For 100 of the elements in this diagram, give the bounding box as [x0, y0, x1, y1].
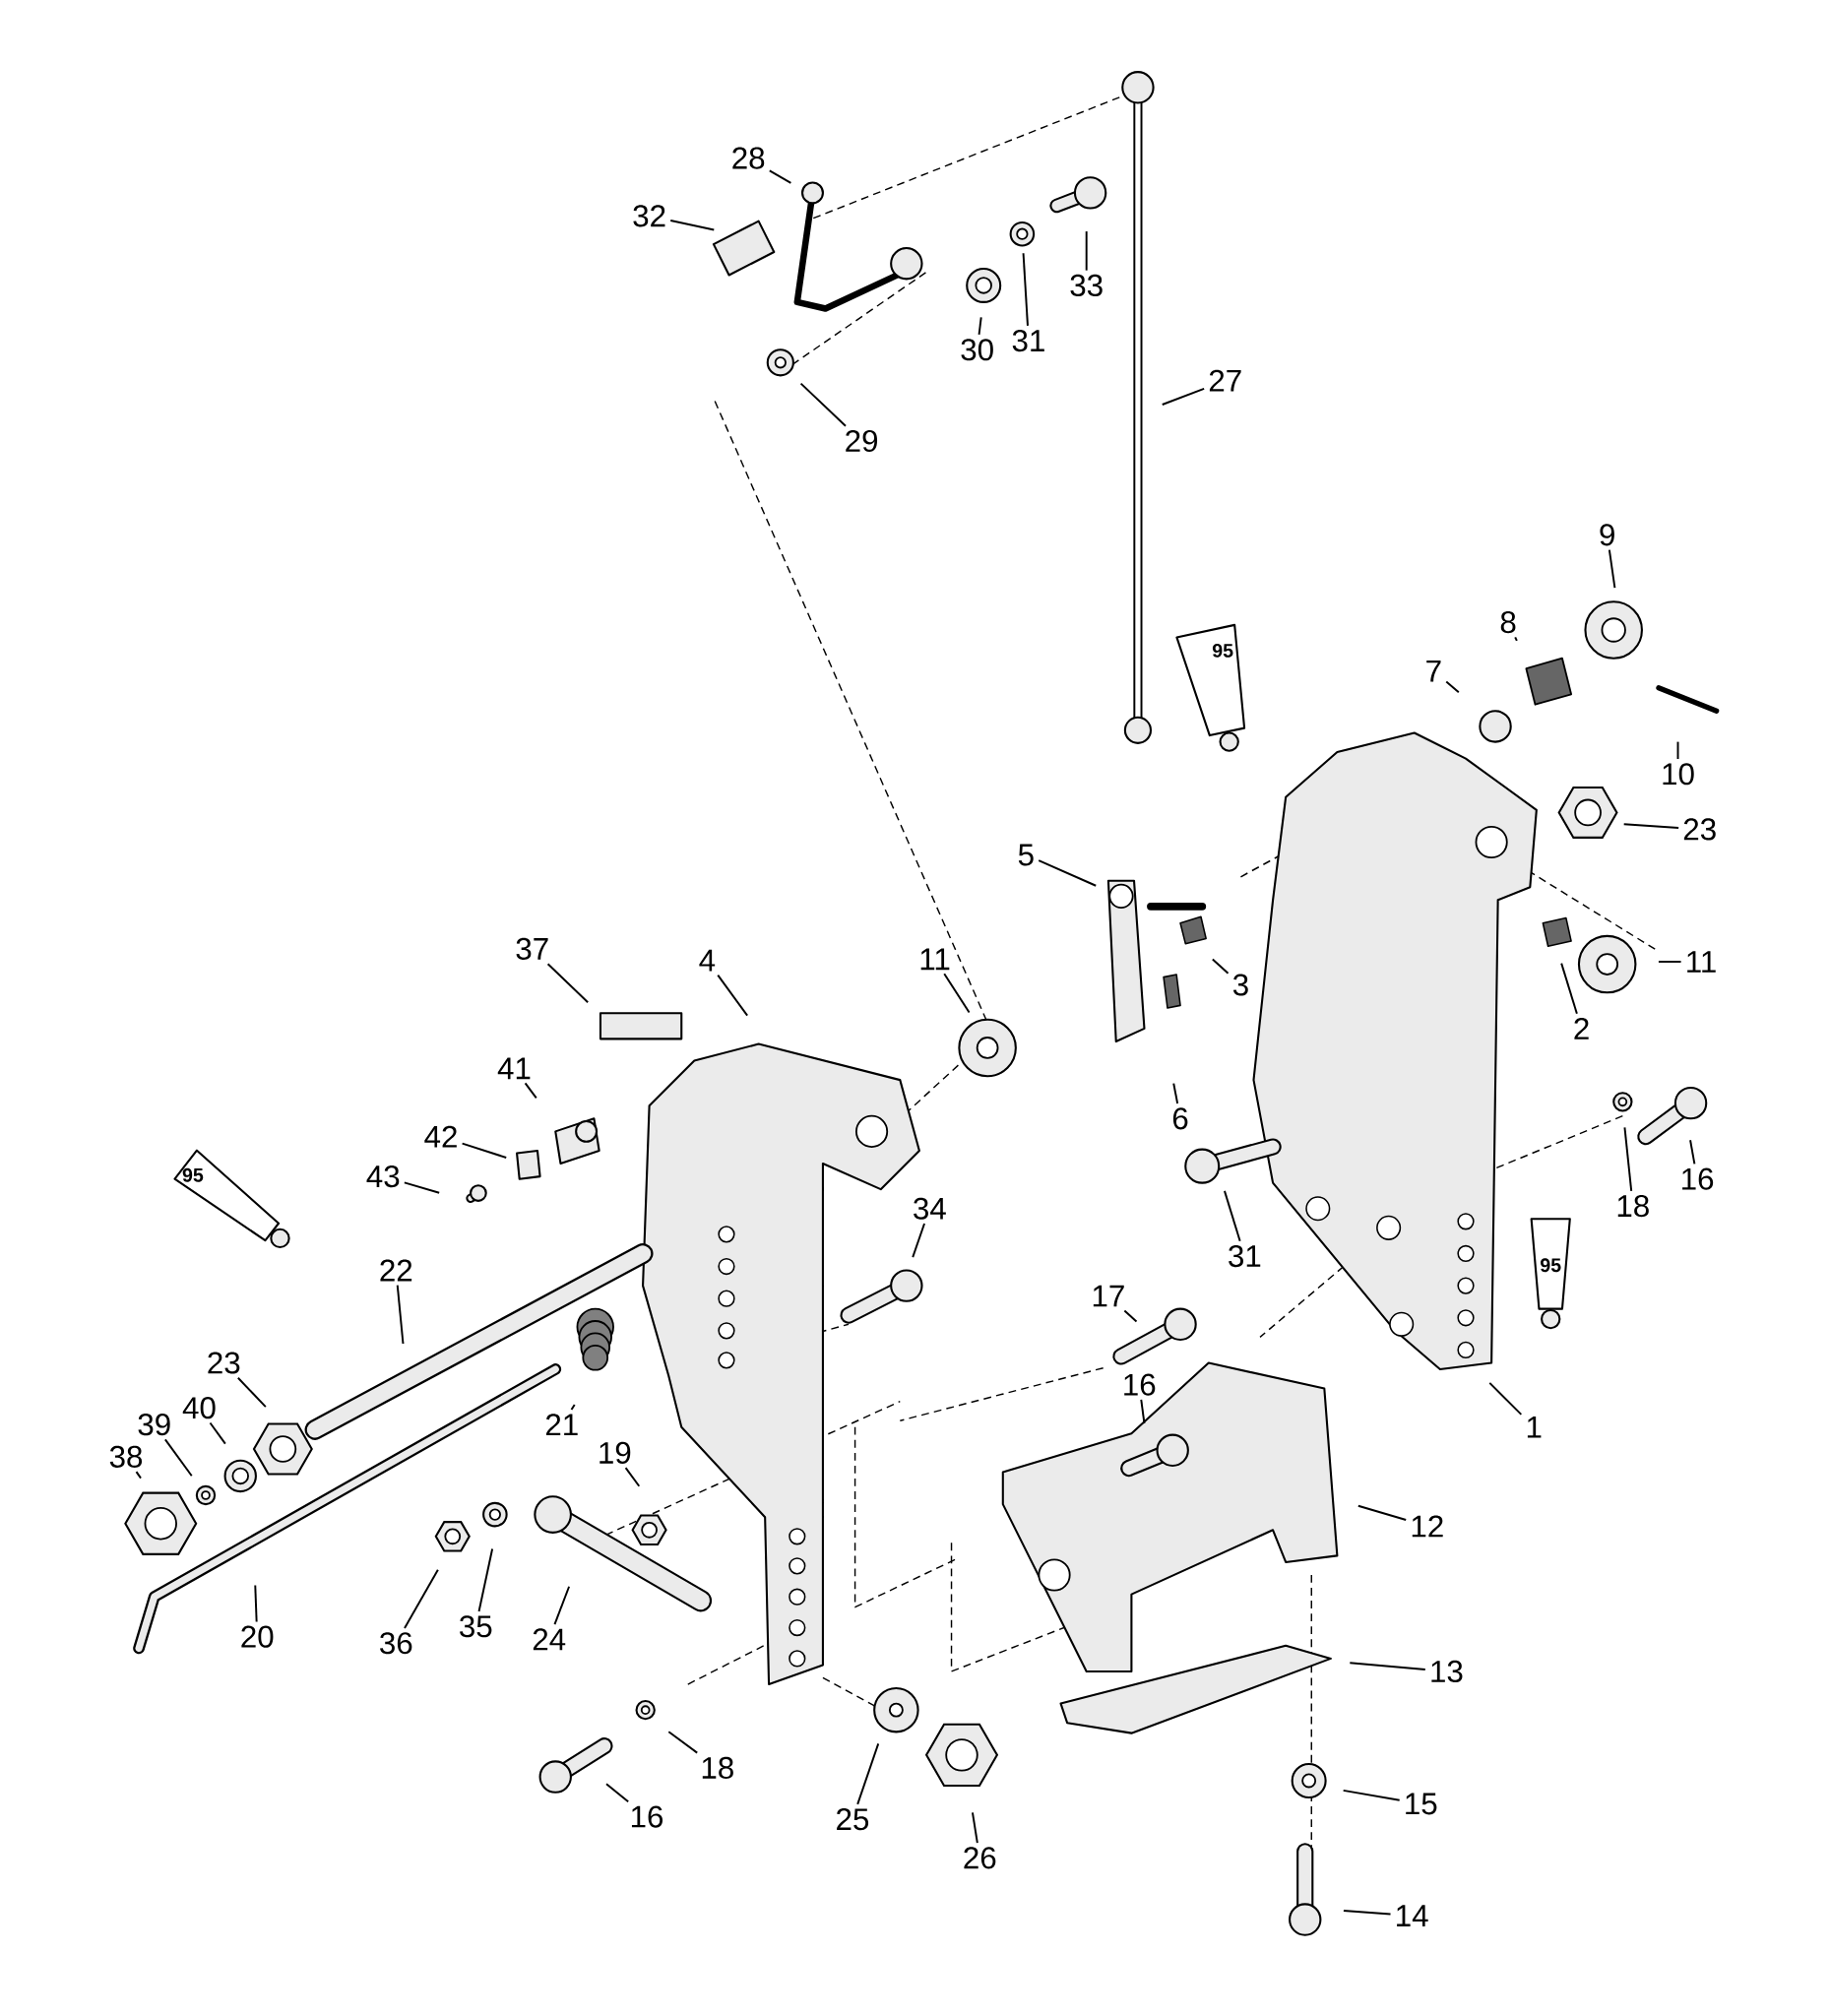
callout-number: 9: [1600, 524, 1615, 546]
callout-number: 40: [182, 1397, 216, 1419]
callout-number: 41: [497, 1057, 531, 1080]
leader-line: [624, 1467, 641, 1487]
callout-number: 36: [380, 1632, 412, 1655]
tube-label: 95: [1213, 643, 1233, 658]
tube-label: 95: [1541, 1258, 1561, 1273]
leader-line: [1038, 859, 1098, 887]
leader-line: [943, 973, 971, 1014]
leader-line: [1085, 230, 1088, 272]
leader-line: [1676, 740, 1679, 760]
leader-line: [570, 1404, 576, 1412]
leader-line: [237, 1376, 268, 1409]
leader-line: [978, 316, 982, 336]
leader-line: [135, 1471, 143, 1480]
leader-line: [396, 1284, 405, 1345]
callout-number: 6: [1173, 1107, 1188, 1130]
leader-line: [1343, 1910, 1392, 1916]
callout-number: 5: [1019, 844, 1034, 866]
callout-number: 25: [837, 1808, 869, 1831]
callout-number: 39: [138, 1414, 170, 1436]
callout-number: 20: [241, 1625, 274, 1648]
callout-number: 1: [1528, 1417, 1542, 1438]
callout-number: 42: [424, 1125, 458, 1148]
callout-number: 18: [1617, 1195, 1650, 1218]
leader-line: [1123, 1309, 1138, 1323]
leader-line: [477, 1547, 494, 1612]
callout-number: 11: [1687, 951, 1716, 973]
leader-line: [1172, 1082, 1179, 1104]
leader-line: [546, 963, 590, 1004]
leader-line: [254, 1584, 258, 1623]
leader-line: [1161, 387, 1206, 406]
leader-line: [1022, 252, 1030, 327]
callout-number: 16: [632, 1805, 663, 1828]
leader-line: [1349, 1662, 1426, 1670]
callout-number: 7: [1426, 661, 1441, 682]
leader-line: [1342, 1789, 1401, 1801]
leader-line: [769, 169, 792, 184]
callout-number: 13: [1431, 1660, 1463, 1683]
leader-line: [1514, 636, 1518, 642]
callout-number: 2: [1574, 1017, 1589, 1040]
leader-line: [1689, 1139, 1696, 1166]
callout-number: 22: [380, 1259, 412, 1282]
callout-number: 16: [1682, 1167, 1714, 1190]
leader-line: [553, 1585, 571, 1626]
leader-line: [717, 974, 749, 1017]
callout-number: 38: [109, 1445, 143, 1468]
callout-number: 10: [1663, 763, 1694, 786]
leader-line: [404, 1181, 441, 1194]
callout-number: 8: [1500, 611, 1516, 634]
callout-number: 23: [208, 1352, 240, 1374]
callout-number: 28: [732, 147, 765, 169]
callout-number: 23: [1684, 818, 1716, 841]
callout-number: 30: [961, 339, 994, 361]
leader-line: [856, 1742, 880, 1805]
callout-number: 32: [633, 205, 665, 227]
callout-number: 18: [703, 1756, 734, 1779]
leader-line: [524, 1082, 537, 1100]
leader-line: [1622, 823, 1680, 829]
callout-number: 15: [1406, 1793, 1437, 1815]
leader-line: [605, 1783, 630, 1803]
callout-number: 19: [599, 1441, 631, 1464]
leader-line: [972, 1811, 978, 1845]
leader-line: [1445, 680, 1460, 694]
callout-number: 31: [1012, 330, 1044, 352]
callout-number: 43: [366, 1166, 400, 1188]
leader-line: [461, 1142, 508, 1159]
callout-number: 3: [1233, 974, 1248, 996]
callout-number: 14: [1397, 1905, 1428, 1926]
callout-number: 12: [1412, 1515, 1443, 1538]
leader-line: [667, 1731, 699, 1754]
leader-line: [1609, 548, 1616, 590]
leader-line: [912, 1223, 926, 1259]
callout-number: 29: [846, 429, 878, 453]
callout-number: 33: [1070, 274, 1103, 297]
leader-line: [1140, 1399, 1146, 1424]
callout-number: 21: [546, 1414, 578, 1436]
leader-line: [209, 1421, 226, 1445]
leader-line: [669, 220, 716, 231]
leader-line: [1357, 1504, 1408, 1521]
callout-number: 35: [460, 1615, 492, 1638]
leader-line: [404, 1568, 440, 1629]
leader-line: [1488, 1381, 1523, 1416]
leader-line: [1560, 962, 1579, 1015]
callout-number: 26: [964, 1847, 996, 1869]
leader-line: [1212, 958, 1230, 975]
leader-line: [799, 382, 848, 427]
callout-number: 37: [516, 937, 548, 960]
callout-number: 24: [534, 1628, 566, 1651]
tube-label: 95: [182, 1167, 204, 1182]
callout-number: 11: [920, 948, 950, 971]
callout-number: 34: [914, 1197, 947, 1220]
callout-number: 4: [699, 949, 716, 972]
leader-line: [164, 1438, 193, 1478]
callout-number: 31: [1229, 1245, 1261, 1268]
leader-line: [1658, 961, 1682, 963]
callout-number: 17: [1094, 1285, 1124, 1307]
callout-number: 16: [1124, 1373, 1156, 1396]
leader-line: [1224, 1189, 1241, 1242]
leader-line: [1623, 1126, 1633, 1192]
